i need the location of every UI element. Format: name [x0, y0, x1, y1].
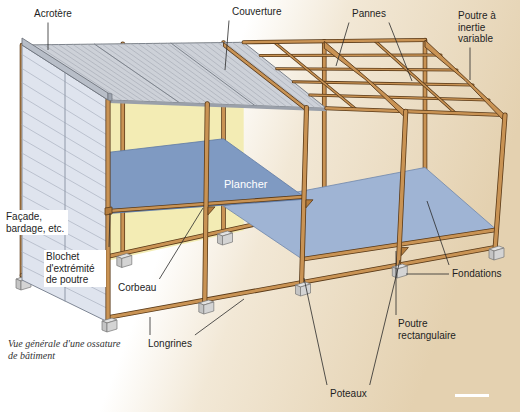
leader-line [225, 21, 229, 71]
roof-corrugation [240, 42, 323, 108]
foundation-block [489, 249, 494, 260]
tapered-beam [324, 41, 406, 118]
part-label: Couverture [232, 6, 281, 18]
beam [224, 43, 307, 112]
column [495, 115, 505, 250]
column [302, 108, 307, 287]
purlin [293, 82, 473, 85]
scale-mark [455, 394, 489, 397]
leader-line [370, 260, 400, 385]
leader-line [470, 48, 471, 81]
leader-line [195, 299, 244, 335]
edge-beam [244, 40, 425, 42]
foundation-block [107, 320, 117, 332]
foundation-block [494, 248, 504, 260]
leader-line [109, 213, 110, 247]
part-label: Pannes [352, 8, 386, 20]
column [205, 104, 208, 304]
part-label: Poteaux [330, 388, 367, 400]
rafter [375, 41, 456, 114]
roof-panel-joint [171, 43, 255, 105]
foundation-block [296, 285, 301, 296]
leader-line [389, 23, 412, 82]
foundation-block [117, 257, 122, 268]
part-label: Poutre à inertie variable [458, 10, 514, 45]
corbel [208, 207, 215, 215]
column [205, 104, 208, 304]
part-label: Corbeau [118, 282, 156, 294]
corbel [401, 248, 408, 256]
foundation-block [204, 302, 214, 314]
foundation-block [122, 256, 132, 268]
caption: Vue générale d'une ossature de bâtiment [8, 338, 130, 361]
floor-slab [224, 168, 497, 260]
leader-line [304, 278, 327, 385]
foundation-block [392, 267, 397, 278]
edge-beam [326, 108, 505, 115]
purlin [277, 69, 457, 70]
foundation-block [218, 234, 223, 245]
foundation-block [199, 303, 204, 314]
foundation-block [102, 321, 107, 332]
tapered-beam [425, 40, 505, 122]
part-label: Acrotère [34, 8, 72, 20]
column [302, 108, 307, 287]
edge-beam [326, 108, 505, 115]
leader-line [396, 251, 397, 315]
part-label: Longrines [148, 338, 192, 350]
leader-line [159, 208, 203, 279]
beam-end-block [105, 207, 112, 215]
part-label: Fondations [452, 268, 501, 280]
leader-line [336, 23, 349, 67]
leader-lines [48, 21, 470, 386]
column [398, 111, 406, 268]
parapet [22, 38, 108, 100]
column [495, 115, 505, 250]
rafter [375, 41, 456, 114]
roof-corrugation [225, 42, 308, 107]
purlin [293, 82, 473, 85]
purlin [277, 69, 457, 70]
foundation-block [16, 279, 21, 290]
roof-corrugation [102, 44, 187, 103]
purlin [310, 95, 489, 100]
purlin [310, 95, 489, 100]
column [398, 111, 406, 268]
part-label: Blochet d'extrémité de poutre [44, 250, 106, 287]
leader-line [406, 274, 449, 275]
leader-line [48, 23, 49, 51]
rafter [274, 42, 356, 110]
rafter [274, 42, 356, 110]
foundation-block [223, 233, 233, 245]
edge-beam [244, 40, 425, 42]
leader-line [150, 317, 151, 335]
part-label: Poutre rectangulaire [398, 318, 468, 341]
leader-line [427, 201, 449, 265]
foundation-block [397, 266, 407, 278]
parapet [108, 93, 112, 101]
corbel [306, 200, 313, 208]
floor-label: Plancher [224, 178, 267, 191]
part-label: Façade, bardage, etc. [4, 210, 68, 235]
